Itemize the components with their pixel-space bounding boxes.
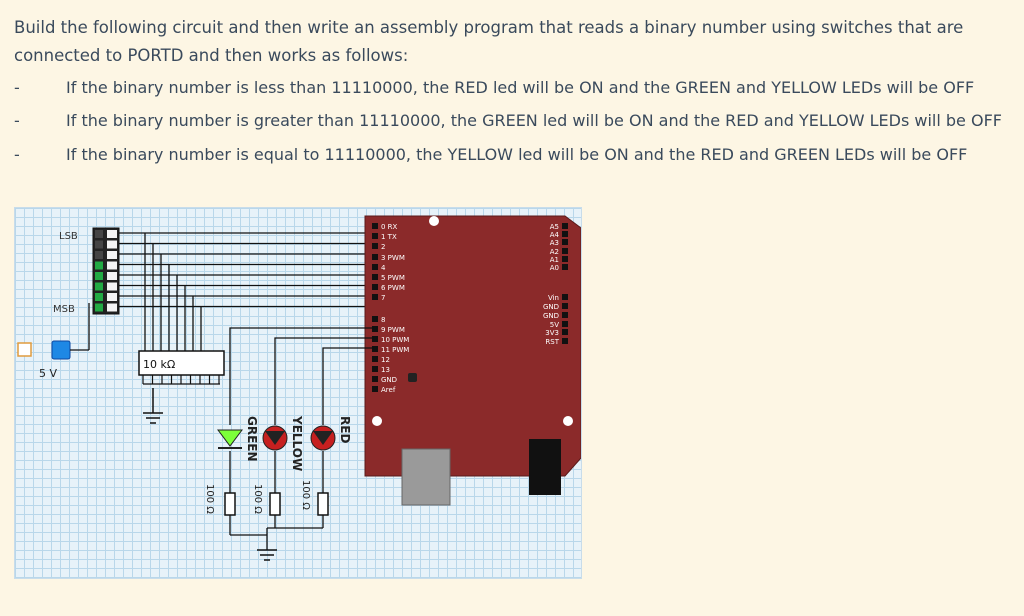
arduino-pin-label: A5 xyxy=(550,223,559,231)
dip-switch-toggle[interactable] xyxy=(95,293,103,301)
led-green xyxy=(217,429,243,449)
arduino-pin-label: 4 xyxy=(381,264,386,272)
arduino-pin-label: Aref xyxy=(381,386,396,394)
arduino-pin-label: GND xyxy=(543,303,559,311)
led-label-yellow: YELLOW xyxy=(290,415,304,471)
dip-switch xyxy=(92,227,120,315)
usb-port xyxy=(401,448,451,506)
resistor-label-red: 100 Ω xyxy=(300,480,311,510)
arduino-pin-label: A1 xyxy=(550,256,559,264)
dip-switch-toggle[interactable] xyxy=(95,240,103,249)
arduino-pin-label: 10 PWM xyxy=(381,336,409,344)
dip-switch-toggle[interactable] xyxy=(95,272,103,280)
dip-switch-toggle[interactable] xyxy=(95,251,103,259)
arduino-pin-label: 11 PWM xyxy=(381,346,409,354)
arduino-pin-label: 3V3 xyxy=(545,329,559,337)
arduino-pin-label: A3 xyxy=(550,239,559,247)
bullet-dash: - xyxy=(14,145,20,164)
arduino-pin-label: 1 TX xyxy=(381,233,397,241)
arduino-board: 0 RX 1 TX 2 3 PWM 4 5 PWM 6 PWM 7 8 9 PWM 10 PWM 11… xyxy=(364,215,581,506)
bullet-dash: - xyxy=(14,111,20,130)
arduino-pin-label: 5 PWM xyxy=(381,274,405,282)
bullet-text: If the binary number is less than 111100… xyxy=(66,78,975,97)
arduino-pin-label: 13 xyxy=(381,366,390,374)
dip-switch-toggle[interactable] xyxy=(95,282,103,291)
arduino-pin-label: 8 xyxy=(381,316,385,324)
supply-label: 5 V xyxy=(39,367,57,380)
data-wires xyxy=(119,232,374,351)
bullet-text: If the binary number is equal to 1111000… xyxy=(66,145,968,164)
dip-switch-toggle[interactable] xyxy=(95,261,103,270)
arduino-pin-label: GND xyxy=(381,376,397,384)
arduino-pin-label: 3 PWM xyxy=(381,254,405,262)
resistor-label-green: 100 Ω xyxy=(204,484,215,514)
led-label-green: GREEN xyxy=(245,416,259,462)
dip-switch-toggle[interactable] xyxy=(95,303,103,312)
question-intro: Build the following circuit and then wri… xyxy=(14,18,964,65)
arduino-pin-label: GND xyxy=(543,312,559,320)
ground-symbol-leds xyxy=(257,549,277,561)
arduino-pin-label: 9 PWM xyxy=(381,326,405,334)
arduino-pin-label: 5V xyxy=(550,321,559,329)
arduino-pin-label: Vin xyxy=(548,294,559,302)
power-jack xyxy=(529,439,561,495)
reset-button xyxy=(408,373,417,382)
supply-terminal xyxy=(17,342,32,357)
arduino-pin-label: 7 xyxy=(381,294,385,302)
circuit-diagram: LSB MSB 10 kΩ 5 V xyxy=(14,207,582,579)
led-red xyxy=(310,425,336,451)
lsb-label: LSB xyxy=(59,231,78,242)
resistor-network-label: 10 kΩ xyxy=(143,358,175,371)
circuit-svg: LSB MSB 10 kΩ 5 V xyxy=(17,215,581,561)
led-label-red: RED xyxy=(338,416,352,443)
arduino-pin-label: 6 PWM xyxy=(381,284,405,292)
supply-5v xyxy=(51,340,71,360)
arduino-pin-label: A4 xyxy=(550,231,560,239)
bullet-dash: - xyxy=(14,78,20,97)
arduino-pin-label: 12 xyxy=(381,356,390,364)
arduino-pin-label: RST xyxy=(545,338,559,346)
ground-symbol-left xyxy=(143,388,163,424)
arduino-pin-label: A0 xyxy=(550,264,559,272)
resistor-network xyxy=(138,350,225,385)
msb-label: MSB xyxy=(53,304,75,315)
arduino-pin-label: A2 xyxy=(550,248,559,256)
resistor-label-yellow: 100 Ω xyxy=(252,484,263,514)
led-yellow xyxy=(262,425,288,451)
bullet-text: If the binary number is greater than 111… xyxy=(66,111,1002,130)
led-resistors xyxy=(224,492,329,516)
dip-switch-toggle[interactable] xyxy=(95,230,103,238)
arduino-pin-label: 0 RX xyxy=(381,223,398,231)
led-wires xyxy=(229,327,374,550)
arduino-pin-label: 2 xyxy=(381,243,385,251)
